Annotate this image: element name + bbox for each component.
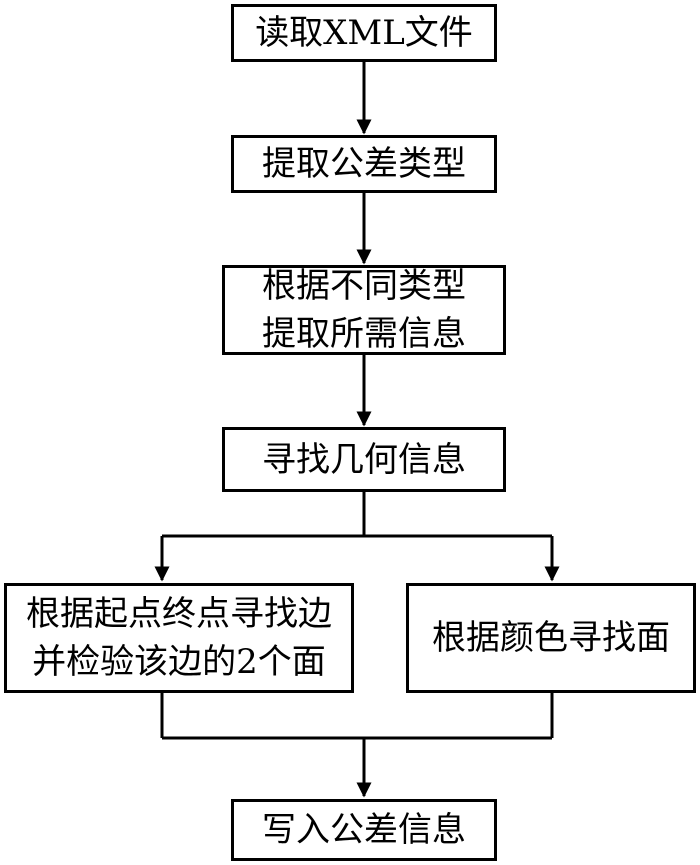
step-find-geometry-label: 寻找几何信息 [262,439,466,480]
step-find-face-by-color-label: 根据颜色寻找面 [432,618,670,658]
step-find-face-by-color: 根据颜色寻找面 [406,583,696,693]
step-find-geometry: 寻找几何信息 [222,427,506,492]
step-find-edge-line-1: 根据起点终点寻找边 [26,594,332,634]
step-read-xml: 读取XML文件 [231,4,497,62]
step-extract-tolerance-type-label: 提取公差类型 [262,144,466,184]
step-extract-info-by-type: 根据不同类型 提取所需信息 [222,265,506,355]
step-write-tolerance-info: 写入公差信息 [231,799,497,861]
step-read-xml-label: 读取XML文件 [255,13,473,53]
step-write-tolerance-info-label: 写入公差信息 [262,810,466,850]
step-extract-info-by-type-line-1: 根据不同类型 [262,266,466,306]
step-find-edge-line-2: 并检验该边的2个面 [32,642,326,682]
step-extract-info-by-type-line-2: 提取所需信息 [262,314,466,354]
step-extract-tolerance-type: 提取公差类型 [231,135,497,193]
step-find-edge: 根据起点终点寻找边 并检验该边的2个面 [4,583,354,693]
